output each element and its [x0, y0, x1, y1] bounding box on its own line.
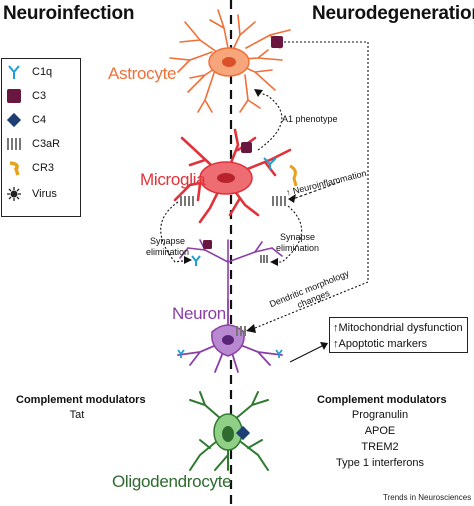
dendrite-c3ar-icon [260, 255, 268, 263]
legend-label: C3 [32, 90, 47, 102]
label-neuron: Neuron [172, 304, 226, 323]
legend-item-cr3: CR3 [6, 159, 54, 177]
modulators-right-title: Complement modulators [317, 394, 447, 406]
modulators-left-title: Complement modulators [16, 394, 146, 406]
modulators-left-list: Tat [16, 407, 138, 423]
astrocyte-cell [169, 9, 291, 113]
legend-box: C1q C3 C4 C3aR CR3 Virus [1, 58, 81, 217]
modulator-right-item: Type 1 interferons [335, 457, 425, 469]
legend-item-c4: C4 [6, 111, 46, 129]
annotation-a1-phenotype: A1 phenotype [282, 114, 338, 124]
modulator-right-item: APOE [364, 425, 396, 437]
label-astrocyte: Astrocyte [108, 64, 177, 83]
arrowheads [184, 89, 328, 350]
dashed-arrow-astrocyte-neuron [249, 41, 369, 331]
neuron-nucleus [222, 335, 234, 345]
legend-item-c3ar: C3aR [6, 135, 60, 153]
cr3-icon [6, 160, 22, 176]
a1-phenotype-arrow [257, 91, 283, 151]
modulator-left-item: Tat [69, 409, 85, 421]
c3ar-icon [6, 136, 22, 152]
synapse-right-arrow [272, 205, 303, 263]
connector-arrows [160, 41, 369, 363]
synapse-right-line1: Synapse [280, 232, 316, 242]
oligodendrocyte-c4-icon [235, 425, 251, 441]
c4-icon [6, 112, 22, 128]
dendrite-upper [179, 239, 283, 301]
label-microglia: Microglia [140, 170, 206, 189]
microglia-c3ar-left-icon [180, 196, 194, 206]
modulators-right-list: Progranulin APOE TREM2 Type 1 interferon… [317, 407, 443, 471]
header-neuroinfection: Neuroinfection [3, 3, 135, 24]
outcome-apoptotic: ↑Apoptotic markers [333, 338, 428, 350]
c3-icon [6, 88, 22, 104]
legend-item-virus: Virus [6, 185, 57, 203]
microglia-c1q-icon [263, 157, 277, 170]
legend-label: C3aR [32, 138, 61, 150]
microglia-nucleus [217, 173, 235, 183]
synapse-left-arrow [160, 201, 191, 263]
dendrite-c1q-icon [191, 255, 201, 266]
microglia-cr3-icon [289, 164, 298, 187]
synapse-left-line1: Synapse [150, 236, 186, 246]
legend-label: Virus [32, 188, 57, 200]
virus-icon [6, 186, 22, 202]
outcome-arrow [289, 343, 327, 363]
outcomes-box: ↑Mitochondrial dysfunction ↑Apoptotic ma… [329, 317, 468, 353]
outcome-mitochondrial: ↑Mitochondrial dysfunction [333, 322, 463, 334]
header-neurodegeneration: Neurodegeneration [312, 3, 474, 24]
synapse-left-line2: elimination [146, 247, 190, 257]
astrocyte-nucleus [222, 57, 236, 67]
microglia-c3ar-right-icon [272, 196, 286, 206]
microglia-c3-icon [241, 142, 252, 153]
legend-label: C4 [32, 114, 47, 126]
modulator-right-item: TREM2 [361, 441, 399, 453]
c1q-icon [6, 64, 22, 80]
synapse-right-line2: elimination [276, 243, 320, 253]
label-oligodendrocyte: Oligodendrocyte [112, 472, 232, 491]
legend-item-c1q: C1q [6, 63, 52, 81]
neuron-c1q-icon [177, 349, 283, 358]
oligodendrocyte-nucleus [222, 426, 234, 442]
annotation-synapse-left: Synapse elimination [146, 236, 189, 258]
dendrite-c3-icon [203, 240, 212, 249]
annotation-synapse-right: Synapse elimination [276, 232, 319, 254]
astrocyte-c3-icon [271, 36, 283, 48]
neuron-c3ar-icon [236, 326, 246, 336]
legend-label: CR3 [32, 162, 55, 174]
legend-item-c3: C3 [6, 87, 46, 105]
footer-credit: Trends in Neurosciences [383, 493, 472, 502]
neuroinflammation-arrow [289, 181, 341, 201]
modulator-right-item: Progranulin [351, 409, 409, 421]
legend-label: C1q [32, 66, 53, 78]
